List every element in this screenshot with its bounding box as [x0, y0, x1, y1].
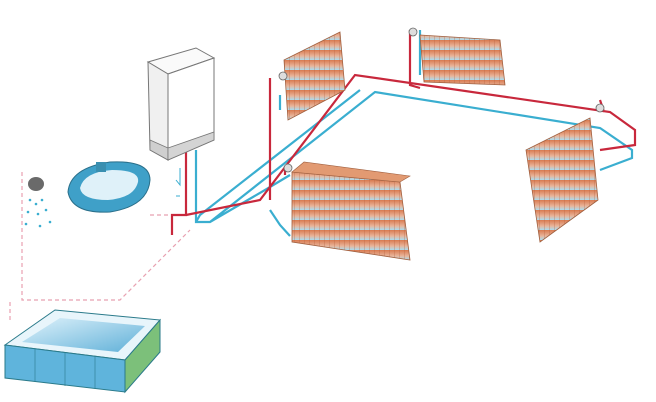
water-drops: [24, 198, 52, 228]
thermostatic-valve-icon: [595, 103, 605, 113]
wash-basin: [67, 161, 151, 213]
thermostatic-valve-icon: [278, 71, 288, 81]
boiler: [146, 47, 216, 197]
thermostatic-valve-icon: [283, 163, 293, 173]
shower-head: [24, 177, 52, 228]
radiator-upper-left: [278, 31, 346, 121]
hot-pipe: [170, 30, 637, 235]
radiator-right: [525, 103, 605, 243]
thermostatic-valve-icon: [408, 27, 418, 37]
radiator-front: [283, 161, 411, 261]
faucet-icon: [96, 162, 106, 172]
return-pipe: [194, 30, 634, 237]
radiator-upper-right: [408, 27, 506, 86]
bathtub: [3, 309, 162, 394]
